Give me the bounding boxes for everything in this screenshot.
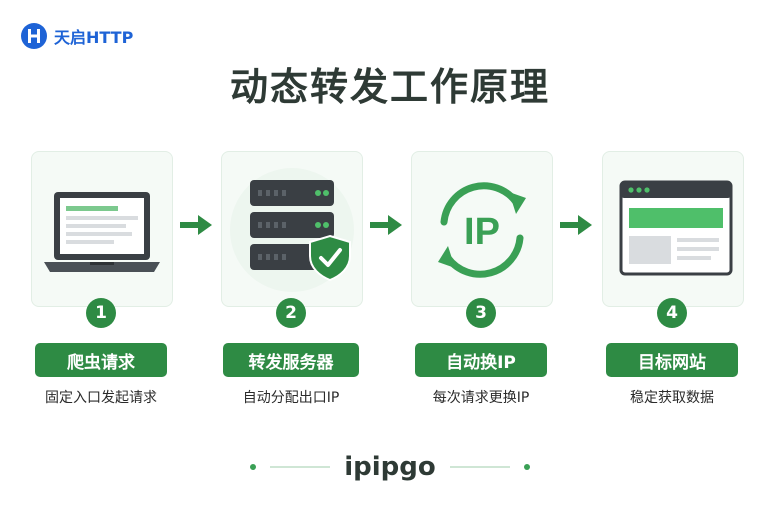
brand-logo-text: 天启HTTP	[54, 28, 134, 47]
footer-dot-right	[523, 464, 530, 470]
step-2-desc: 自动分配出口IP	[242, 390, 340, 406]
server-shield-icon	[230, 168, 354, 292]
step-4-number: 4	[657, 298, 687, 328]
page-title: 动态转发工作原理	[229, 65, 550, 109]
ip-icon-text: IP	[464, 211, 500, 253]
footer-dot-left	[250, 464, 257, 470]
step-2-card	[221, 151, 363, 307]
footer-line-right	[449, 466, 510, 468]
brand-logo-icon	[21, 23, 47, 49]
laptop-icon	[44, 192, 160, 272]
step-2-label: 转发服务器	[223, 343, 359, 377]
step-4-label: 目标网站	[606, 343, 738, 377]
step-4-card	[602, 151, 744, 307]
step-4-desc: 稳定获取数据	[630, 390, 714, 406]
footer-line-left	[270, 466, 331, 468]
browser-window-icon	[619, 180, 733, 276]
brand-logo: 天启HTTP	[20, 22, 133, 50]
step-1-label: 爬虫请求	[35, 343, 167, 377]
arrow-right-icon	[180, 215, 212, 235]
step-1-card	[31, 151, 173, 307]
step-3-number: 3	[466, 298, 496, 328]
step-1-number: 1	[86, 298, 116, 328]
ip-refresh-icon: IP	[438, 182, 526, 278]
step-1-desc: 固定入口发起请求	[45, 390, 157, 406]
step-2-number: 2	[276, 298, 306, 328]
step-3-card: IP	[411, 151, 553, 307]
footer-brand: ipipgo	[344, 452, 436, 482]
step-3-label: 自动换IP	[415, 343, 547, 377]
footer: ipipgo	[0, 452, 780, 482]
step-3-desc: 每次请求更换IP	[432, 390, 530, 406]
arrow-right-icon	[370, 215, 402, 235]
arrow-right-icon	[560, 215, 592, 235]
